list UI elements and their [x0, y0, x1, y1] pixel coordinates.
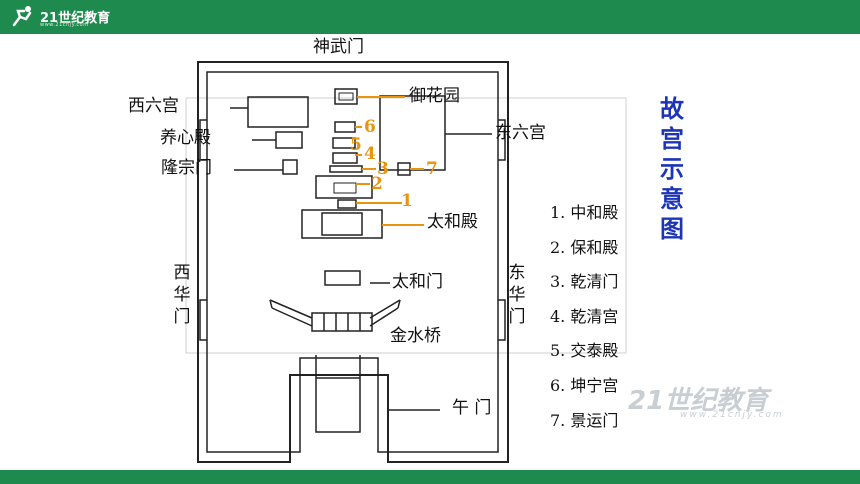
legend-item: 1. 中和殿: [550, 203, 619, 222]
wumen-walls: [289, 375, 389, 462]
bottom-banner: [0, 470, 860, 484]
baohedian-block: [315, 175, 373, 199]
qianqingmen-block: [329, 165, 363, 173]
legend-list: 1. 中和殿 2. 保和殿 3. 乾清门 4. 乾清宫 5. 交泰殿 6. 坤宁…: [550, 196, 618, 438]
jinshuiqiao-bridges: [311, 312, 373, 332]
legend-item: 2. 保和殿: [550, 237, 619, 257]
zhonghedian-block: [337, 199, 357, 209]
label-jinshuiqiao: 金水桥: [390, 326, 441, 346]
legend-item: 4. 乾清宫: [550, 306, 619, 326]
taihemen-block: [324, 270, 361, 286]
label-yuhuayuan: 御花园: [409, 86, 460, 106]
marker-1: 1: [401, 191, 413, 211]
label-xiliugong: 西六宫: [128, 96, 179, 116]
label-xihuamen: 西华门: [173, 263, 191, 327]
brand-logo: 21世纪教育 www.21cnjy.com: [10, 5, 120, 29]
label-taihedian: 太和殿: [427, 212, 478, 232]
diagram-title: 故宫示意图: [660, 95, 684, 243]
marker-5: 5: [350, 135, 362, 155]
label-donghuamen: 东华门: [508, 263, 526, 327]
label-wumen: 午 门: [452, 398, 492, 418]
watermark-logo: 21世纪教育: [628, 380, 768, 417]
label-taihemen: 太和门: [392, 272, 443, 292]
top-banner: 21世纪教育 www.21cnjy.com: [0, 0, 860, 34]
marker-7: 7: [426, 159, 438, 179]
legend-item: 3. 乾清门: [550, 272, 619, 292]
brand-name: 21世纪教育: [40, 11, 111, 26]
yangxindian-block: [275, 131, 303, 149]
legend-item: 6. 坤宁宫: [550, 375, 619, 395]
dongliugong-block: [379, 95, 446, 171]
jiaotaidian-block: [332, 137, 356, 149]
taihedian-block: [301, 209, 383, 239]
label-shenwumen: 神武门: [313, 37, 364, 57]
jingyunmen-block: [397, 162, 411, 176]
marker-4: 4: [364, 144, 376, 164]
marker-leaders: [355, 96, 424, 226]
marker-3: 3: [377, 159, 389, 179]
kunninggong-block: [334, 121, 356, 133]
label-longzongmen: 隆宗门: [161, 158, 212, 178]
longzongmen-block: [282, 159, 298, 175]
background-frame: [185, 97, 627, 354]
watermark-text: 21世纪教育: [628, 386, 769, 416]
brand-url: www.21cnjy.com: [40, 22, 89, 28]
inner-wall: [206, 71, 499, 453]
marker-2: 2: [371, 174, 383, 194]
qianqinggong-block: [332, 152, 358, 164]
label-yangxindian: 养心殿: [160, 128, 211, 148]
label-dongliugong: 东六宫: [495, 123, 546, 143]
legend-item: 5. 交泰殿: [550, 341, 619, 361]
xiliugong-block: [247, 96, 309, 128]
yuhuayuan-block: [334, 88, 358, 105]
watermark-url: www.21cnjy.com: [680, 410, 784, 420]
marker-6: 6: [364, 117, 376, 137]
runner-icon: [12, 6, 32, 27]
jinshuiqiao-river: [269, 299, 401, 327]
wumen-gate: [315, 355, 361, 433]
legend-item: 7. 景运门: [550, 410, 619, 430]
